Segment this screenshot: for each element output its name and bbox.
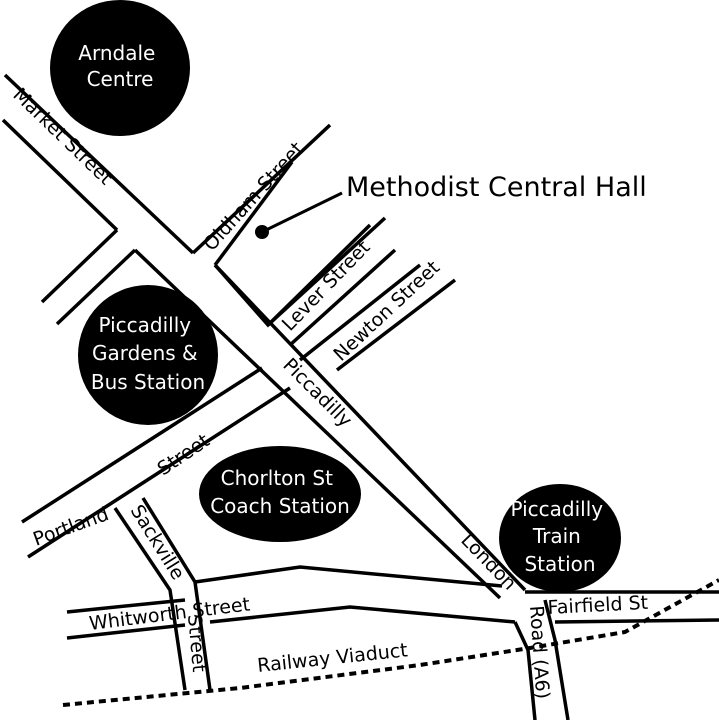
road-oldham-east-edge	[213, 160, 294, 267]
road-sackville-west-edge	[113, 507, 187, 691]
road-fairfield-south-edge	[554, 618, 719, 624]
landmark-piccadilly-gardens: Piccadilly Gardens & Bus Station	[78, 285, 218, 425]
road-market-south-edge	[1, 118, 119, 232]
landmark-train-line-1: Piccadilly	[511, 497, 604, 521]
road-spur-west-edge	[40, 228, 119, 304]
venue-marker: Methodist Central Hall	[255, 172, 647, 239]
landmark-arndale-line-2: Centre	[87, 67, 154, 91]
venue-leader-line	[261, 191, 343, 234]
road-oldham-west-edge	[191, 123, 332, 255]
road-whitworth-north-edge-east	[194, 565, 503, 588]
landmark-train-line-2: Train	[532, 524, 581, 548]
road-spur-east-edge	[55, 248, 137, 326]
landmark-gardens-line-1: Piccadilly	[99, 313, 192, 337]
label-fairfield-st: Fairfield St	[547, 592, 648, 619]
landmark-arndale: Arndale Centre	[50, 0, 190, 136]
landmark-chorlton-line-1: Chorlton St	[221, 466, 333, 490]
road-whitworth-north-edge	[66, 598, 186, 614]
road-a6-east-edge	[543, 599, 570, 720]
road-portland-south-edge	[27, 386, 291, 559]
railway-viaduct-line	[62, 578, 719, 707]
road-piccadilly-north-edge	[213, 263, 527, 592]
road-whitworth-south-edge	[66, 623, 186, 640]
road-portland-north-edge	[21, 366, 263, 524]
venue-name: Methodist Central Hall	[346, 172, 647, 203]
landmark-arndale-line-1: Arndale	[78, 41, 155, 65]
svg-text:Chorlton St Coach Statio: Chorlton St Coach Station	[210, 466, 350, 518]
svg-text:Arndale Centre: Arndale Centre	[78, 41, 161, 91]
road-network	[1, 73, 719, 720]
road-lever-north-edge	[266, 216, 387, 327]
landmark-piccadilly-train-station: Piccadilly Train Station	[499, 484, 621, 592]
road-newton-south-edge	[335, 278, 457, 372]
label-sackville-street: Street	[183, 614, 210, 673]
road-lever-south-edge	[288, 248, 397, 347]
label-portland-street: Street	[153, 430, 213, 481]
svg-text:Piccadilly Gardens &: Piccadilly Gardens & Bus Station	[91, 313, 205, 394]
landmark-train-line-3: Station	[524, 552, 595, 576]
label-whitworth-street: Whitworth Street	[88, 593, 251, 635]
svg-text:Piccadilly Train S: Piccadilly Train Station	[511, 497, 610, 576]
landmark-gardens-line-3: Bus Station	[91, 370, 205, 394]
road-whitworth-south-edge-east	[209, 605, 516, 624]
landmark-chorlton-line-2: Coach Station	[210, 494, 350, 518]
landmark-gardens-line-2: Gardens &	[92, 341, 198, 365]
label-oldham-street: Oldham Street	[199, 138, 308, 255]
landmark-chorlton-coach-station: Chorlton St Coach Station	[199, 446, 361, 542]
dot-marker-icon	[255, 225, 269, 239]
road-newton-north-edge	[298, 263, 422, 362]
road-market-north-edge	[3, 73, 195, 255]
